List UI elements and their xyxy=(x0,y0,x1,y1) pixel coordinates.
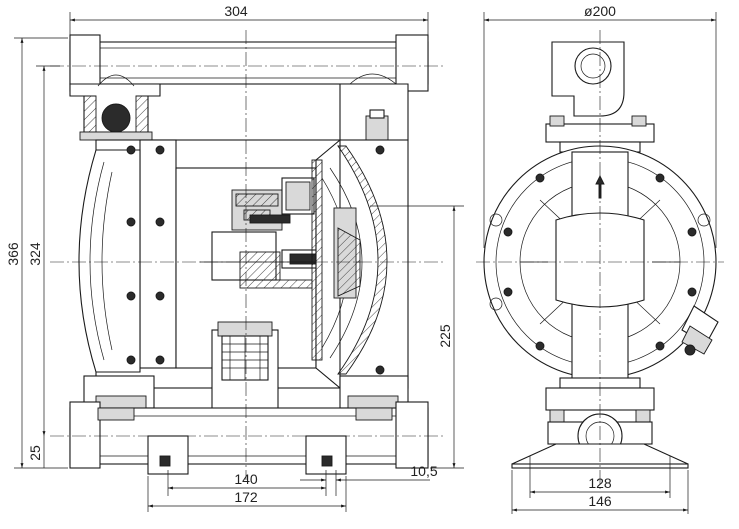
top-left-ball-valve xyxy=(69,74,161,141)
air-valve-section xyxy=(200,177,360,289)
dim-inner-width: 140 xyxy=(234,471,258,487)
dim-overall-width: 304 xyxy=(224,3,248,19)
front-view xyxy=(50,30,446,480)
dim-side-inner-width: 128 xyxy=(588,475,612,491)
side-dimensions: ø200 128 146 xyxy=(483,3,717,514)
dim-base-width: 172 xyxy=(234,489,258,505)
side-view xyxy=(476,30,724,490)
dim-body-height: 324 xyxy=(27,242,43,266)
air-fitting xyxy=(681,305,719,356)
dim-side-base-width: 146 xyxy=(588,493,612,509)
dim-outlet-height: 225 xyxy=(437,324,453,348)
dim-overall-height: 366 xyxy=(5,242,21,266)
dim-diameter: ø200 xyxy=(584,3,616,19)
dim-offset: 10,5 xyxy=(410,463,437,479)
right-diaphragm-chamber xyxy=(311,138,388,390)
filter-element xyxy=(211,321,279,411)
front-dimensions: 304 366 324 25 225 140 10,5 172 xyxy=(5,3,464,512)
left-diaphragm-chamber xyxy=(78,145,165,373)
dim-base-height: 25 xyxy=(27,445,43,461)
valve-ball-icon xyxy=(101,103,131,133)
